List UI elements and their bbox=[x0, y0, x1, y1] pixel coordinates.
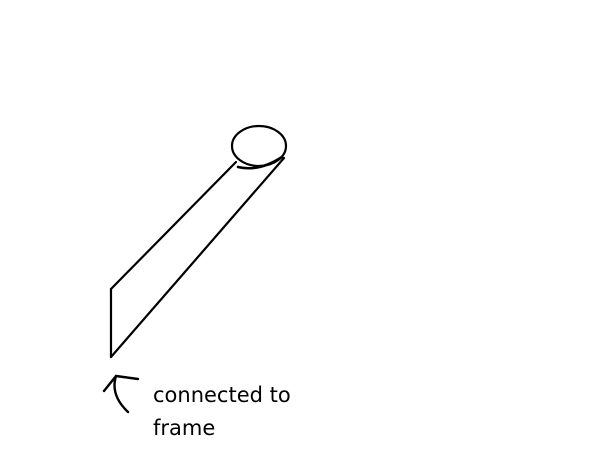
annotation-line-1: connected to bbox=[153, 383, 291, 407]
rod-body bbox=[109, 156, 286, 359]
rod-cap-shading bbox=[236, 155, 284, 170]
rod-outline-right bbox=[109, 156, 286, 359]
rod-outline-left bbox=[109, 160, 238, 291]
annotation-label: connected to frame bbox=[153, 379, 323, 445]
annotation-line-2: frame bbox=[153, 416, 216, 440]
arrow-icon bbox=[102, 374, 140, 414]
